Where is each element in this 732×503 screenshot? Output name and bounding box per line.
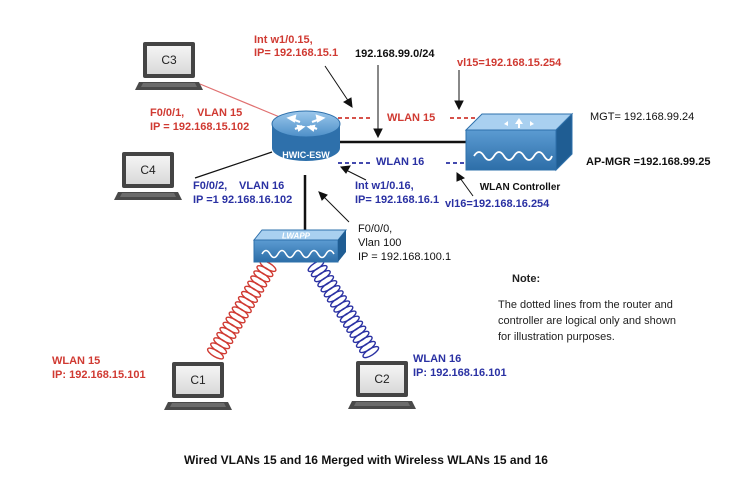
client-c2-label: C2 (374, 372, 390, 386)
label-f002-vlan: VLAN 16 (239, 180, 285, 192)
label-f001-port: F0/0/1, (150, 107, 185, 119)
note-line-2: controller are logical only and shown (498, 315, 676, 327)
arrow-int-w1-015 (324, 65, 353, 108)
label-int-w1-016-ip: IP= 192.168.16.1 (355, 194, 440, 206)
wireless-link-wlan16 (307, 259, 380, 359)
controller-label: WLAN Controller (480, 182, 561, 193)
wlan-controller-icon[interactable]: WLAN Controller (464, 112, 574, 193)
coil-loop (206, 347, 225, 360)
client-c4-label: C4 (140, 163, 156, 177)
label-wlan15-logical: WLAN 15 (387, 112, 436, 124)
ap-label: LWAPP (282, 232, 311, 241)
label-mgt: MGT= 192.168.99.24 (590, 111, 695, 123)
laptop-c2-icon[interactable]: C2 (348, 361, 416, 409)
label-vl16: vl16=192.168.16.254 (445, 198, 550, 210)
coil-loop (362, 345, 380, 359)
label-wlan16-logical: WLAN 16 (376, 156, 425, 168)
label-c2-wlan: WLAN 16 (413, 353, 462, 365)
wire-router-c4 (194, 151, 273, 179)
laptop-c4-icon[interactable]: C4 (114, 152, 182, 200)
figure-caption: Wired VLANs 15 and 16 Merged with Wirele… (184, 453, 548, 467)
label-f000-port: F0/0/0, (358, 223, 393, 235)
note-line-1: The dotted lines from the router and (498, 299, 673, 311)
label-f002-ip: IP =1 92.168.16.102 (193, 194, 293, 206)
label-int-w1-016: Int w1/0.16, (355, 180, 414, 192)
laptop-c1-icon[interactable]: C1 (164, 362, 232, 410)
label-c2-ip: IP: 192.168.16.101 (413, 367, 507, 379)
client-c1-label: C1 (190, 373, 206, 387)
wire-router-c3 (199, 83, 283, 119)
label-int-w1-015-ip: IP= 192.168.15.1 (254, 47, 339, 59)
wireless-link-wlan15 (206, 259, 277, 360)
arrow-vl16 (456, 172, 474, 197)
label-subnet-99: 192.168.99.0/24 (355, 48, 435, 60)
label-f001-vlan: VLAN 15 (197, 107, 243, 119)
label-ap-mgr: AP-MGR =192.168.99.25 (586, 156, 711, 168)
router-label: HWIC-ESW (282, 150, 330, 160)
laptop-c3-icon[interactable]: C3 (135, 42, 203, 90)
label-f000-vlan: Vlan 100 (358, 237, 402, 249)
arrow-int-w1-016 (340, 165, 367, 181)
label-c1-ip: IP: 192.168.15.101 (52, 369, 146, 381)
note-line-3: for illustration purposes. (498, 331, 615, 343)
label-int-w1-015: Int w1/0.15, (254, 34, 313, 46)
arrow-subnet-99 (373, 65, 383, 139)
arrow-vl15 (454, 70, 464, 111)
label-f000-ip: IP = 192.168.100.1 (358, 251, 452, 263)
router-icon[interactable]: HWIC-ESW (271, 110, 341, 161)
label-f001-ip: IP = 192.168.15.102 (150, 121, 250, 133)
arrow-f000 (318, 191, 350, 223)
note-title: Note: (512, 273, 541, 285)
client-c3-label: C3 (161, 53, 177, 67)
label-f002-port: F0/0/2, (193, 180, 228, 192)
access-point-icon[interactable]: LWAPP (252, 229, 348, 263)
label-c1-wlan: WLAN 15 (52, 355, 101, 367)
label-vl15: vl15=192.168.15.254 (457, 57, 562, 69)
